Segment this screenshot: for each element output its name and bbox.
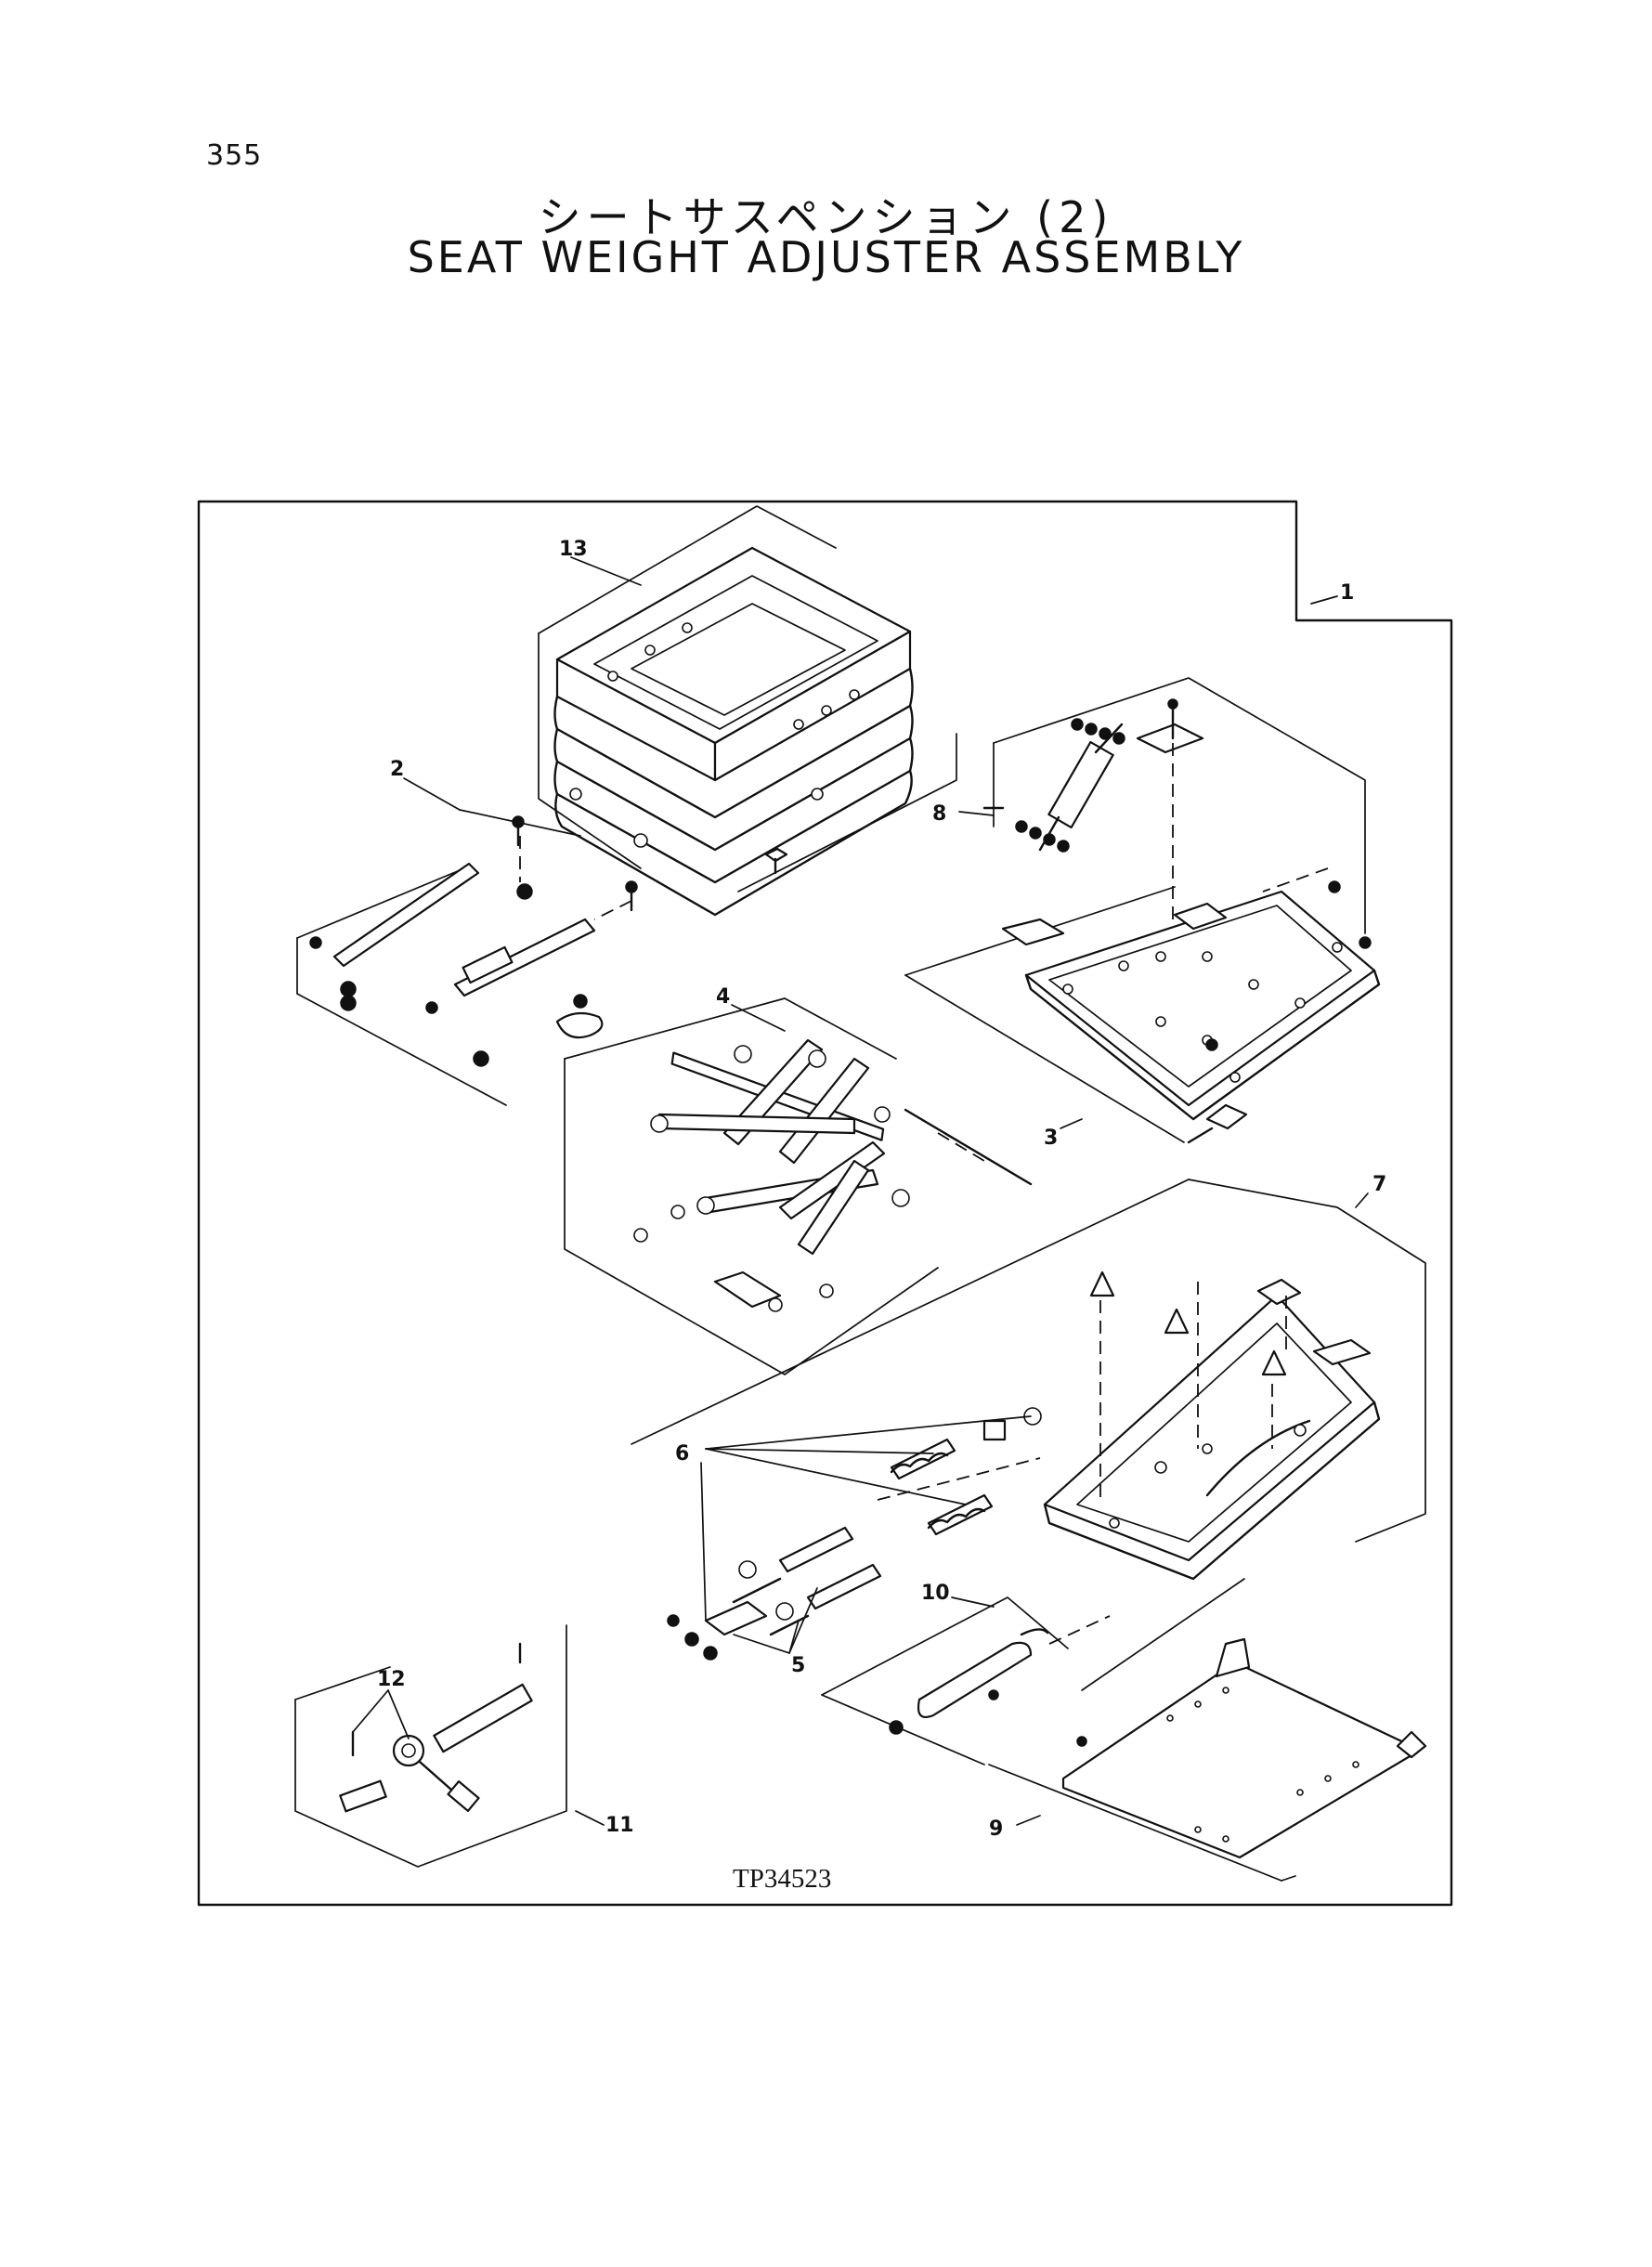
part-4-scissor-mechanism (564, 997, 1033, 1375)
part-3-top-plate (904, 867, 1381, 1143)
callouts: 1 2 3 4 5 6 7 8 9 10 11 12 13 (377, 538, 1386, 1841)
leader-lines (352, 556, 1369, 1826)
part-11-12-pins-handle (294, 1624, 567, 1868)
part-8-damper (982, 677, 1366, 938)
part-13-bellows (538, 505, 957, 917)
callout-13: 13 (559, 538, 588, 561)
callout-1: 1 (1340, 581, 1354, 605)
callout-3: 3 (1044, 1127, 1058, 1150)
title-japanese: シートサスペンション (2) (538, 192, 1114, 242)
callout-6: 6 (675, 1442, 689, 1466)
title-english: SEAT WEIGHT ADJUSTER ASSEMBLY (407, 232, 1245, 282)
figure-id: TP34523 (733, 1864, 831, 1894)
callout-9: 9 (989, 1818, 1003, 1841)
part-10-lever (821, 1596, 1111, 1765)
callout-4: 4 (716, 985, 730, 1009)
callout-7: 7 (1372, 1173, 1386, 1196)
callout-11: 11 (605, 1814, 634, 1837)
part-9-bracket (988, 1578, 1427, 1882)
callout-8: 8 (932, 802, 946, 826)
assembly-frame (197, 500, 1453, 1907)
part-5-6-springs-and-rods (667, 1407, 1042, 1661)
callout-12: 12 (377, 1668, 406, 1691)
callout-10: 10 (921, 1582, 950, 1605)
part-7-base-frame (631, 1103, 1426, 1581)
page-number: 355 (206, 139, 263, 172)
callout-2: 2 (390, 758, 404, 781)
part-2-slide-rails (296, 809, 638, 1106)
callout-5: 5 (791, 1654, 805, 1677)
